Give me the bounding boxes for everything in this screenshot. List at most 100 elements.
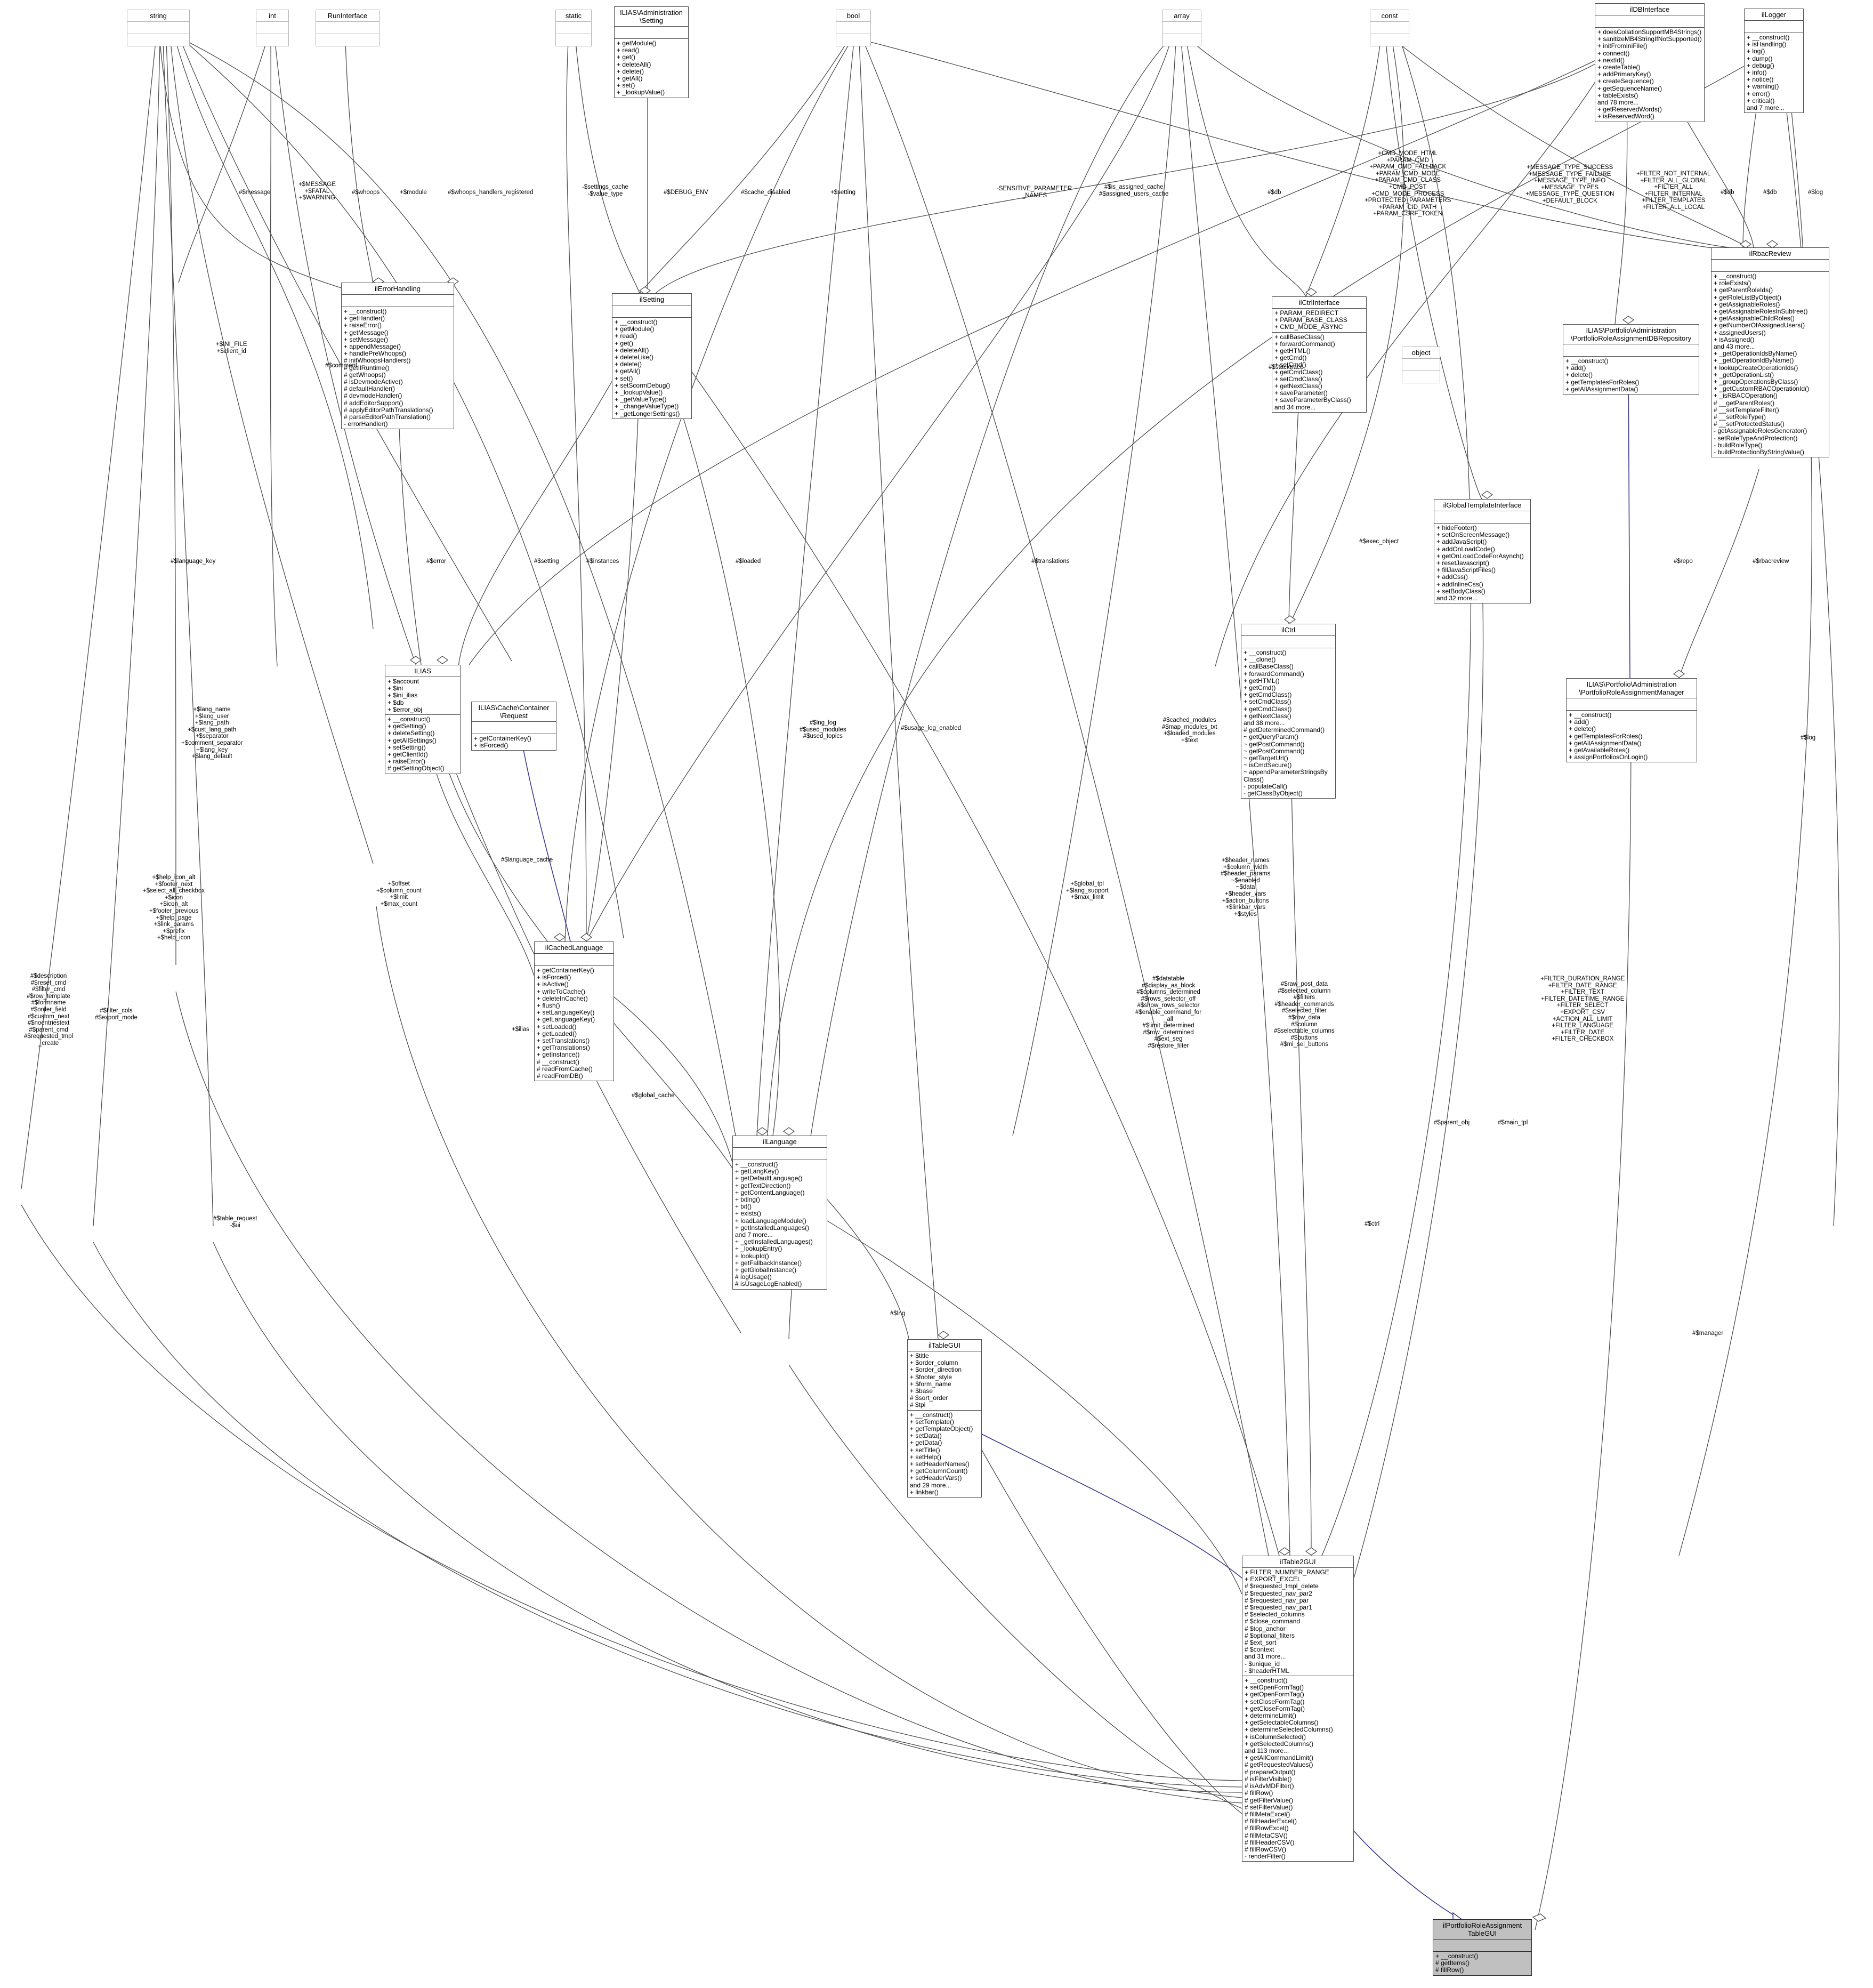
class-operations: + getContainerKey()+ isForced()+ isActiv… <box>535 966 613 1081</box>
class-attributes <box>1433 1939 1531 1951</box>
operation-row: - renderFilter() <box>1245 1853 1286 1861</box>
uml-class-const[interactable]: const <box>1370 10 1409 46</box>
uml-class-ilCtrl[interactable]: ilCtrl+ __construct()+ __clone()+ callBa… <box>1241 624 1336 799</box>
operation-row: + dump() <box>1747 54 1773 62</box>
operation-row: # applyEditorPathTranslations() <box>344 406 433 414</box>
uml-class-ilCachedLanguage[interactable]: ilCachedLanguage+ getContainerKey()+ isF… <box>534 941 614 1082</box>
operation-row: + createSequence() <box>1597 77 1654 85</box>
operation-row: + appendMessage() <box>344 343 401 351</box>
operation-row: # devmodeHandler() <box>344 392 402 400</box>
operation-row: + forwardCommand() <box>1244 670 1304 678</box>
class-attributes: + $account+ $ini+ $ini_ilias+ $db+ $erro… <box>385 677 460 714</box>
class-separator <box>556 21 591 22</box>
class-attributes <box>1370 22 1409 34</box>
operation-row: + setCloseFormTag() <box>1245 1697 1305 1705</box>
class-title: ILIAS\Cache\Container \Request <box>478 704 550 720</box>
operation-row: + txtlng() <box>735 1196 761 1204</box>
class-title: ilLanguage <box>763 1138 797 1146</box>
operation-row: # setFilterValue() <box>1245 1803 1293 1811</box>
operation-row: + determineLimit() <box>1245 1712 1297 1720</box>
operation-row: - errorHandler() <box>344 420 388 428</box>
uml-class-ilTableGUI[interactable]: ilTableGUI+ $title+ $order_column+ $orde… <box>907 1339 982 1498</box>
operation-row: + info() <box>1747 69 1767 77</box>
class-attributes <box>733 1148 827 1160</box>
operation-row: + error() <box>1747 90 1770 98</box>
edge-label-lbl-setting2: #$setting <box>534 558 559 565</box>
uml-class-ilErrorHandling[interactable]: ilErrorHandling+ __construct()+ getHandl… <box>341 283 454 430</box>
edge-label-lbl-comment: #$comment <box>325 363 358 369</box>
operation-row: # __getParentRoles() <box>1714 399 1775 407</box>
operation-row: + getNumberOfAssignedUsers() <box>1714 321 1805 329</box>
operation-row: and 38 more... <box>1244 719 1285 727</box>
uml-class-ilGlobalTemplateInterface[interactable]: ilGlobalTemplateInterface+ hideFooter()+… <box>1434 499 1531 604</box>
operation-row: + getModule() <box>617 39 657 47</box>
uml-class-ilLanguage[interactable]: ilLanguage+ __construct()+ getLangKey()+… <box>732 1136 827 1290</box>
class-operations <box>316 34 379 46</box>
uml-class-PortfolioRoleAssignmentManager[interactable]: ILIAS\Portfolio\Administration \Portfoli… <box>1566 678 1697 763</box>
class-separator <box>385 714 460 715</box>
operation-row: + isForced() <box>474 742 508 750</box>
operation-row: + getInstance() <box>537 1051 580 1059</box>
operation-row: ~ isCmdSecure() <box>1244 761 1292 769</box>
uml-class-PortfolioRoleAssignmentDBRepository[interactable]: ILIAS\Portfolio\Administration \Portfoli… <box>1563 324 1699 395</box>
class-title: RunInterface <box>327 12 368 20</box>
operation-row: + _getCustomRBACOperationId() <box>1714 385 1810 393</box>
attribute-row: # $requested_tmpl_delete <box>1245 1582 1319 1590</box>
uml-class-ilLogger[interactable]: ilLogger+ __construct()+ isHandling()+ l… <box>1744 9 1804 114</box>
operation-row: + set() <box>617 82 635 90</box>
class-attributes <box>472 722 556 734</box>
operation-row: + __construct() <box>910 1411 953 1419</box>
operation-row: + forwardCommand() <box>1274 340 1335 348</box>
class-title: ilCtrl <box>1281 626 1295 634</box>
uml-class-ilDBInterface[interactable]: ilDBInterface+ doesCollationSupportMB4St… <box>1595 3 1705 122</box>
operation-row: + getOnLoadCodeForAsynch() <box>1436 552 1524 560</box>
operation-row: # logUsage() <box>735 1273 772 1281</box>
operation-row: + initFromIniFile() <box>1597 42 1648 50</box>
class-operations <box>256 34 288 46</box>
class-operations <box>1370 34 1409 46</box>
edge-label-lbl-header-names: +$header_names +$column_width #$header_p… <box>1221 857 1271 917</box>
operation-row: ~ getPostCommand() <box>1244 747 1305 755</box>
uml-class-ILIAS-Cache-Container-Request[interactable]: ILIAS\Cache\Container \Request+ getConta… <box>471 702 556 751</box>
operation-row: + delete() <box>1569 725 1596 733</box>
class-title: ilCtrlInterface <box>1298 299 1340 307</box>
class-title: ilLogger <box>1761 11 1787 19</box>
operation-row: + loadLanguageModule() <box>735 1217 806 1225</box>
edge-label-lbl-sensitive-param: -SENSITIVE_PARAMETER _NAMES <box>997 186 1072 199</box>
uml-class-array[interactable]: array <box>1162 10 1201 46</box>
uml-class-ILIAS[interactable]: ILIAS+ $account+ $ini+ $ini_ilias+ $db+ … <box>385 665 461 774</box>
attribute-row: + $ini_ilias <box>387 691 418 699</box>
edge-label-lbl-settings-cache: -$settings_cache -$value_type <box>582 184 628 197</box>
operation-row: + getContainerKey() <box>537 967 594 974</box>
uml-class-ILIAS-Administration-Setting[interactable]: ILIAS\Administration \Setting+ getModule… <box>614 6 689 98</box>
uml-class-RunInterface[interactable]: RunInterface <box>316 10 380 46</box>
operation-row: + __construct() <box>1714 272 1757 280</box>
class-operations: + callBaseClass()+ forwardCommand()+ get… <box>1272 333 1366 412</box>
operation-row: + raiseError() <box>387 758 426 766</box>
class-title: ilTable2GUI <box>1280 1558 1316 1566</box>
uml-class-ilCtrlInterface[interactable]: ilCtrlInterface+ PARAM_REDIRECT+ PARAM_B… <box>1272 296 1367 413</box>
class-operations: + getModule()+ read()+ get()+ deleteAll(… <box>615 39 688 98</box>
uml-class-ilPortfolioRoleAssignmentTableGUI[interactable]: ilPortfolioRoleAssignment TableGUI+ __co… <box>1433 1919 1532 1976</box>
uml-class-object[interactable]: object <box>1402 347 1440 383</box>
uml-class-int[interactable]: int <box>256 10 289 46</box>
operation-row: + getDefaultLanguage() <box>735 1174 803 1182</box>
operation-row: + getAllSettings() <box>387 736 437 744</box>
uml-class-bool[interactable]: bool <box>836 10 871 46</box>
attribute-row: # $ext_sort <box>1245 1639 1277 1647</box>
uml-class-ilSetting[interactable]: ilSetting+ __construct()+ getModule()+ r… <box>612 293 692 419</box>
edge-label-lbl-filter-cols: #$filter_cols #$export_mode <box>95 1008 138 1021</box>
uml-class-static[interactable]: static <box>555 10 592 46</box>
operation-row: + isAssigned() <box>1714 335 1755 343</box>
uml-class-ilRbacReview[interactable]: ilRbacReview+ __construct()+ roleExists(… <box>1711 247 1829 458</box>
edge-label-lbl-help-icon-alt: +$help_icon_alt +$footer_next +$select_a… <box>143 874 205 941</box>
operation-row: # prepareOutput() <box>1245 1768 1296 1776</box>
operation-row: + setHeaderVars() <box>910 1474 962 1482</box>
operation-row: + determineSelectedColumns() <box>1245 1726 1333 1734</box>
uml-class-ilTable2GUI[interactable]: ilTable2GUI+ FILTER_NUMBER_RANGE+ EXPORT… <box>1242 1556 1354 1862</box>
class-separator <box>535 953 613 954</box>
operation-row: + _changeValueType() <box>615 403 679 411</box>
uml-class-string[interactable]: string <box>127 10 190 46</box>
class-title: ilErrorHandling <box>375 285 421 293</box>
operation-row: # __setProtectedStatus() <box>1714 420 1785 428</box>
